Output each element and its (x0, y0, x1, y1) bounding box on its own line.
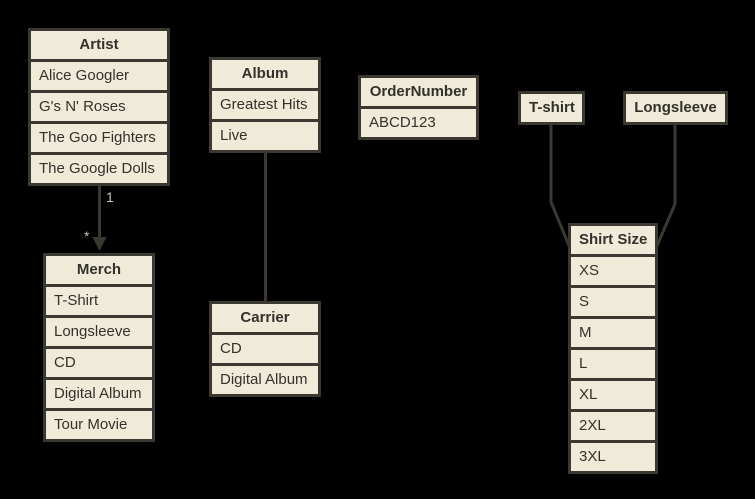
table-row: XS (571, 257, 655, 285)
tshirt-node: T-shirt (518, 91, 585, 125)
order-number-table-title: OrderNumber (361, 78, 476, 106)
table-row: XL (571, 381, 655, 409)
table-row: 2XL (571, 412, 655, 440)
table-row: M (571, 319, 655, 347)
table-row: The Google Dolls (31, 155, 167, 183)
carrier-table-title: Carrier (212, 304, 318, 332)
artist-table-title: Artist (31, 31, 167, 59)
table-row: L (571, 350, 655, 378)
shirt-size-table-title: Shirt Size (571, 226, 655, 254)
table-row: 3XL (571, 443, 655, 471)
table-row: Alice Googler (31, 62, 167, 90)
cardinality-many-label: * (84, 228, 90, 244)
carrier-table: Carrier CD Digital Album (209, 301, 321, 397)
table-row: CD (212, 335, 318, 363)
table-row: The Goo Fighters (31, 124, 167, 152)
table-row: T-Shirt (46, 287, 152, 315)
album-table-title: Album (212, 60, 318, 88)
edge-artist-merch: 1 * (84, 185, 114, 251)
longsleeve-node: Longsleeve (623, 91, 728, 125)
table-row: Live (212, 122, 318, 150)
edge-longsleeve-shirtsize (655, 124, 677, 248)
table-row: Greatest Hits (212, 91, 318, 119)
table-row: Longsleeve (46, 318, 152, 346)
order-number-table: OrderNumber ABCD123 (358, 75, 479, 140)
table-row: G's N' Roses (31, 93, 167, 121)
merch-table-title: Merch (46, 256, 152, 284)
cardinality-one-label: 1 (106, 189, 114, 205)
tshirt-node-title: T-shirt (521, 94, 582, 122)
table-row: Tour Movie (46, 411, 152, 439)
table-row: Digital Album (212, 366, 318, 394)
table-row: S (571, 288, 655, 316)
arrowhead-icon (92, 237, 107, 251)
table-row: CD (46, 349, 152, 377)
edge-tshirt-shirtsize (549, 124, 571, 248)
longsleeve-node-title: Longsleeve (626, 94, 725, 122)
table-row: Digital Album (46, 380, 152, 408)
table-row: ABCD123 (361, 109, 476, 137)
